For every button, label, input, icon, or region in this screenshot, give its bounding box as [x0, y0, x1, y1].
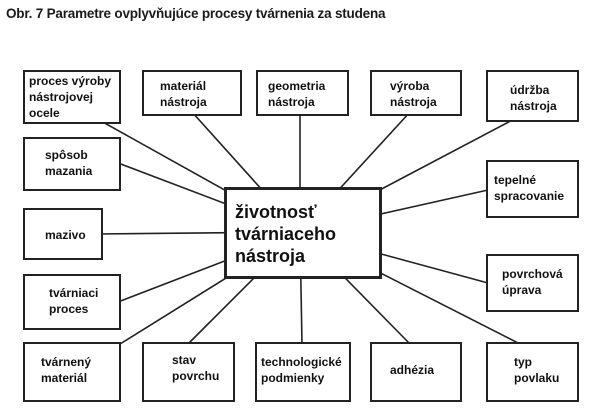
box-label-line: povrchová — [502, 267, 563, 281]
box-label-line: adhézia — [390, 363, 435, 377]
box-udrzba-nastroja: údržba nástroja — [486, 70, 579, 122]
box-label-line: nástrojovej — [29, 90, 94, 104]
box-povrchova-uprava: povrchová úprava — [486, 254, 579, 312]
box-typ-povlaku: typ povlaku — [486, 342, 579, 402]
center-label-line: nástroja — [235, 246, 306, 266]
box-label-line: údržba — [510, 83, 550, 97]
box-label-line: proces — [49, 302, 89, 316]
box-label-line: nástroja — [390, 95, 437, 109]
box-label-line: nástroja — [510, 99, 557, 113]
box-label-line: nástroja — [160, 95, 207, 109]
box-label-line: tepelné — [494, 173, 537, 187]
box-label-line: typ — [514, 355, 532, 369]
box-label-line: geometria — [268, 79, 326, 93]
box-label-line: materiál — [160, 79, 207, 93]
box-label-line: ocele — [29, 106, 60, 120]
box-label-line: spracovanie — [494, 189, 565, 203]
box-tvarneny-material: tvárnený materiál — [23, 342, 121, 402]
box-label-line: nástroja — [268, 95, 315, 109]
box-tepelne-spracovanie: tepelné spracovanie — [486, 160, 579, 218]
box-proces-vyroby-nastrojovej-ocele: proces výroby nástrojovej ocele — [23, 70, 121, 124]
box-mazivo: mazivo — [23, 208, 103, 260]
box-label-line: proces výroby — [29, 74, 112, 88]
box-sposob-mazania: spôsob mazania — [23, 137, 121, 191]
box-label-line: materiál — [41, 371, 88, 385]
box-stav-povrchu: stav povrchu — [142, 342, 235, 402]
box-geometria-nastroja: geometria nástroja — [256, 70, 349, 116]
box-label-line: tvárniaci — [49, 286, 99, 300]
box-technologicke-podmienky: technologické podmienky — [255, 342, 351, 402]
box-label-line: podmienky — [261, 371, 325, 385]
box-label-line: povlaku — [514, 371, 560, 385]
figure-caption: Obr. 7 Parametre ovplyvňujúce procesy tv… — [6, 6, 386, 21]
box-label-line: mazivo — [45, 228, 86, 242]
box-label-line: stav — [172, 353, 197, 367]
box-label-line: mazania — [45, 164, 93, 178]
box-tvarniaci-proces: tvárniaci proces — [23, 274, 121, 330]
box-material-nastroja: materiál nástroja — [142, 70, 242, 116]
center-label-line: životnosť — [235, 202, 317, 222]
center-box-zivotnost-tvarniaceho-nastroja: životnosť tvárniaceho nástroja — [224, 187, 382, 279]
center-label-line: tvárniaceho — [235, 224, 337, 244]
box-label-line: technologické — [261, 355, 342, 369]
box-label-line: povrchu — [172, 369, 220, 383]
box-label-line: úprava — [502, 283, 542, 297]
box-adhezia: adhézia — [370, 342, 462, 402]
box-label-line: spôsob — [45, 148, 88, 162]
box-label-line: výroba — [390, 79, 430, 93]
box-label-line: tvárnený — [41, 355, 92, 369]
box-vyroba-nastroja: výroba nástroja — [370, 70, 462, 116]
